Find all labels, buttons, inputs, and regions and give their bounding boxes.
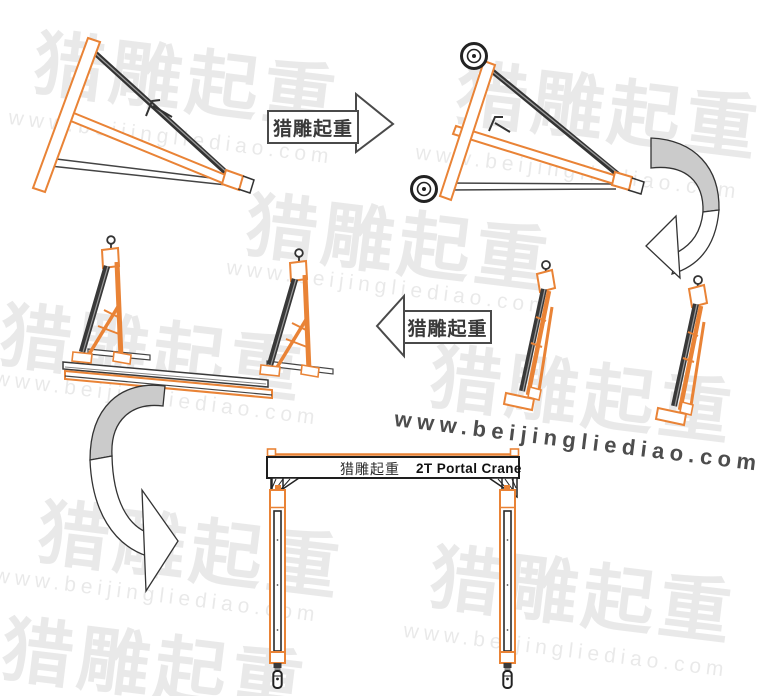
arrow-head <box>645 214 681 280</box>
figure-aframe-standing-1 <box>504 261 555 410</box>
step-arrow-right: 猎雕起重 <box>267 110 359 144</box>
figure-frame-with-casters <box>410 42 645 203</box>
step-arrow-right-label: 猎雕起重 <box>272 118 353 140</box>
crane-main-beam <box>266 456 520 479</box>
arrow-right-head <box>355 91 395 155</box>
figure-frame-folded <box>31 36 255 194</box>
figure-portal-crane <box>266 448 520 689</box>
figure-frames-on-beam <box>62 236 334 400</box>
crank-handle-icon <box>145 99 161 117</box>
arrow-left-head <box>375 293 405 359</box>
crane-model-text: 2T Portal Crane <box>416 461 522 476</box>
step-arrow-left: 猎雕起重 <box>403 310 492 344</box>
curved-arrow-rotate-right <box>89 384 179 594</box>
crane-brand-text: 猎雕起重 <box>340 460 400 477</box>
crane-beam-label: 猎雕起重 2T Portal Crane <box>340 460 522 477</box>
step-arrow-left-label: 猎雕起重 <box>407 318 488 340</box>
curved-arrow-rotate-down <box>645 137 720 280</box>
crank-handle-icon <box>488 116 503 132</box>
figure-aframe-standing-2 <box>656 276 707 425</box>
arrow-head <box>141 487 179 594</box>
